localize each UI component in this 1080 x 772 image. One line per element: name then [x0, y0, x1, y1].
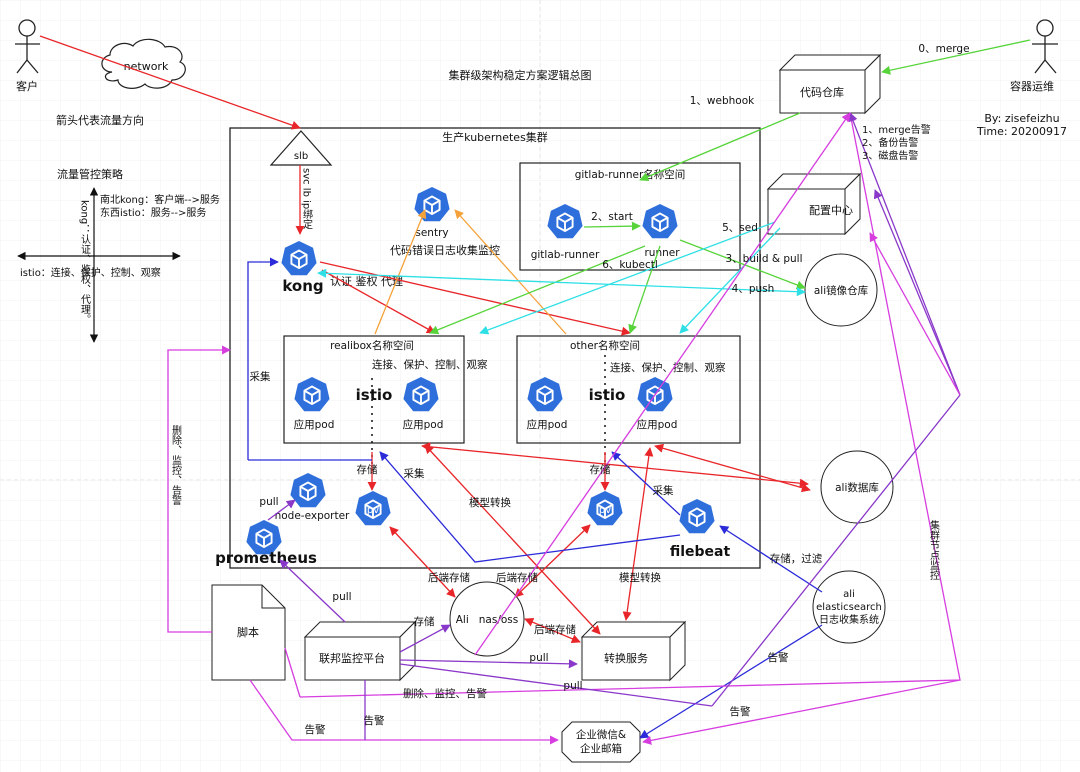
convert-box [580, 620, 687, 682]
label-pull2: pull [529, 652, 548, 664]
legend-text: 箭头代表流量方向 [56, 113, 144, 127]
label-storage2: 存储 [590, 463, 611, 476]
author-text: By: zisefeizhu [984, 112, 1059, 125]
db-label: ali数据库 [835, 481, 879, 494]
pv2-label: pv [599, 505, 611, 516]
repo-box [778, 53, 882, 115]
federation-label: 联邦监控平台 [319, 651, 385, 665]
other-pod1-label: 应用pod [527, 418, 568, 431]
label-webhook: 1、webhook [690, 95, 755, 107]
federation-box [303, 620, 417, 682]
label-alert-3: 3、磁盘告警 [862, 149, 918, 162]
ops-label: 容器运维 [1010, 79, 1054, 93]
label-pull1: pull [332, 591, 351, 603]
realibox-namespace-desc: 连接、保护、控制、观察 [372, 358, 488, 371]
label-pull3: pull [563, 680, 582, 692]
label-alert-1: 1、merge告警 [862, 123, 931, 136]
es-label-3: 日志收集系统 [819, 613, 879, 626]
label-collect2: 采集 [404, 467, 425, 480]
time-text: Time: 20200917 [976, 125, 1067, 138]
label-del-mon-alarm-v: 删除、监控、告警 [170, 425, 182, 505]
notify-label-1: 企业微信& [576, 728, 626, 741]
config-box [766, 172, 862, 236]
realibox-pod2-label: 应用pod [403, 418, 444, 431]
gitlab-namespace-title: gitlab-runner名称空间 [575, 168, 686, 181]
label-alert-2: 2、备份告警 [862, 136, 918, 149]
diagram-title: 集群级架构稳定方案逻辑总图 [449, 68, 592, 82]
network-label: network [124, 60, 169, 73]
strategy-line2: 东西istio：服务-->服务 [100, 206, 206, 219]
label-backend-storage3: 后端存储 [534, 623, 576, 636]
label-model-convert: 模型转换 [469, 496, 511, 509]
prometheus-label: prometheus [215, 549, 317, 567]
es-label-2: elasticsearch [816, 602, 882, 613]
db-circle [820, 450, 894, 524]
label-alarm-right: 告警 [730, 705, 751, 718]
ops-actor [1032, 19, 1058, 74]
label-storage-filter: 存储，过滤 [770, 552, 823, 565]
es-circle [812, 570, 886, 644]
pv1-label: pv [367, 505, 379, 516]
svc-bind-label: svc lb ip绑定 [301, 168, 313, 230]
nas-label: Ali nas/oss [456, 614, 519, 626]
label-node-monitor: 集群节点监控 [928, 519, 940, 581]
label-merge: 0、merge [918, 43, 969, 55]
slb-label: slb [294, 151, 308, 162]
script-doc [211, 584, 286, 681]
other-pod2-label: 应用pod [637, 418, 678, 431]
kong-label: kong [282, 277, 323, 295]
label-backend-storage2: 后端存储 [496, 571, 538, 584]
notify-octagon [561, 721, 641, 763]
sentry-desc: 代码错误日志收集监控 [390, 243, 500, 257]
sentry-label: sentry [415, 227, 448, 239]
kong-actions-label: 认证 鉴权 代理 [330, 275, 403, 288]
label-kubectl: 6、kubectl [602, 259, 658, 271]
label-alarm-es: 告警 [768, 651, 789, 664]
realibox-namespace-title: realibox名称空间 [330, 339, 414, 352]
other-istio-label: istio [589, 386, 626, 404]
registry-label: ali镜像仓库 [814, 284, 868, 297]
start-label: 2、start [591, 211, 633, 223]
label-sed: 5、sed [722, 222, 758, 234]
network-cloud [101, 38, 186, 89]
notify-label-2: 企业邮箱 [580, 742, 622, 755]
label-alarm-fed: 告警 [364, 714, 385, 727]
strategy-horizontal-text: istio：连接、保护、控制、观察 [20, 266, 161, 279]
customer-label: 客户 [16, 79, 38, 93]
strategy-line1: 南北kong：客户端-->服务 [100, 193, 220, 206]
label-storage1: 存储 [357, 463, 378, 476]
other-namespace-title: other名称空间 [570, 339, 640, 352]
label-model-convert2: 模型转换 [619, 571, 661, 584]
runner-label: runner [644, 247, 680, 259]
gitlab-runner-label: gitlab-runner [531, 249, 600, 261]
label-collect3: 采集 [653, 484, 674, 497]
es-label-1: ali [843, 589, 855, 600]
realibox-namespace [283, 335, 465, 444]
connection-lines [39, 35, 1031, 745]
label-pull-node: pull [259, 496, 278, 508]
convert-label: 转换服务 [604, 651, 648, 665]
strategy-title: 流量管控策略 [57, 167, 123, 181]
config-label: 配置中心 [809, 204, 853, 217]
customer-actor [15, 19, 40, 74]
label-backend-storage1: 后端存储 [428, 571, 470, 584]
label-del-mon-alarm: 删除、监控、告警 [403, 687, 487, 700]
label-push: 4、push [732, 283, 775, 295]
filebeat-label: filebeat [670, 544, 731, 560]
cluster-title: 生产kubernetes集群 [442, 130, 548, 144]
label-alarm-script: 告警 [305, 723, 326, 736]
repo-label: 代码仓库 [800, 85, 844, 99]
other-namespace-desc: 连接、保护、控制、观察 [610, 361, 726, 374]
label-storage3: 存储 [414, 615, 435, 628]
script-label: 脚本 [237, 625, 259, 639]
realibox-pod1-label: 应用pod [294, 418, 335, 431]
label-collect-left: 采集 [250, 370, 271, 383]
strategy-vertical-text: kong：认证、鉴权、代理。 [79, 200, 91, 324]
realibox-istio-label: istio [356, 386, 393, 404]
node-exporter-label: node-exporter [275, 510, 350, 522]
label-build: 3、build & pull [725, 253, 802, 265]
slb-triangle [269, 130, 333, 166]
